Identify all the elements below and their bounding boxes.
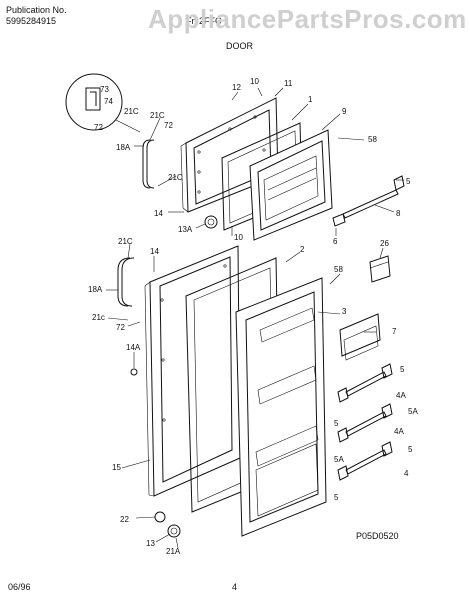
dairy-bin — [369, 255, 391, 283]
upper-shelf-rail — [332, 175, 405, 227]
callout-10: 10 — [250, 77, 259, 86]
callout-5-rail1-right: 5 — [400, 365, 405, 374]
lower-shelf-rail-2 — [337, 403, 393, 443]
callout-22: 22 — [120, 515, 129, 524]
lower-shelf-rail-1 — [337, 363, 393, 403]
callout-73: 73 — [100, 85, 109, 94]
watermark: AppliancePartsPros.com — [148, 4, 467, 34]
publication-number: 5995284915 — [6, 16, 57, 26]
callout-72-upper: 72 — [164, 121, 173, 130]
callout-21A: 21A — [166, 547, 181, 556]
dairy-door — [339, 313, 381, 361]
lower-door-outer-panel — [144, 245, 241, 497]
callout-5-rail3-right: 5 — [408, 445, 413, 454]
callout-13: 13 — [146, 539, 155, 548]
callout-11: 11 — [284, 79, 293, 88]
callout-58-upper: 58 — [368, 135, 377, 144]
callout-72-detail: 72 — [94, 123, 103, 132]
callout-14A: 14A — [126, 343, 141, 352]
callout-21C-upper: 21C — [150, 111, 165, 120]
callout-1: 1 — [308, 95, 313, 104]
callout-21c: 21c — [92, 313, 105, 322]
model-number-fragment: Fr. 2FFC — [186, 16, 222, 26]
callout-8: 8 — [396, 209, 401, 218]
callout-26: 26 — [380, 239, 389, 248]
callout-4A-1: 4A — [396, 391, 406, 400]
section-title: DOOR — [226, 41, 253, 51]
callout-9: 9 — [342, 107, 347, 116]
lower-shelf-rail-3 — [337, 441, 393, 481]
callout-5A-2: 5A — [334, 455, 344, 464]
callout-5-upper: 5 — [406, 177, 411, 186]
callout-18A-upper: 18A — [116, 143, 131, 152]
callout-4A-2: 4A — [394, 427, 404, 436]
lower-door-liner — [235, 277, 327, 537]
callout-7: 7 — [392, 327, 397, 336]
upper-bottom-hinge — [204, 215, 218, 229]
callout-10-lower: 10 — [234, 233, 243, 242]
callout-3: 3 — [342, 307, 347, 316]
callout-5-rail1-left: 5 — [334, 419, 339, 428]
callout-58-lower: 58 — [334, 265, 343, 274]
lower-handle — [117, 257, 135, 307]
footer-date: 06/96 — [8, 582, 31, 592]
upper-door-liner — [249, 129, 333, 241]
callout-21C-lower: 21C — [118, 237, 133, 246]
callout-5-rail3-left: 5 — [334, 493, 339, 502]
callout-labels: 12 10 11 1 9 58 73 74 72 21C 21C 72 18A … — [88, 77, 418, 556]
callout-18A-lower: 18A — [88, 285, 103, 294]
hinge-detail-circle — [65, 73, 141, 133]
publication-label: Publication No. — [6, 5, 67, 15]
callout-15: 15 — [112, 463, 121, 472]
callout-74: 74 — [104, 97, 113, 106]
callout-21C-upper-bottom: 21C — [168, 173, 183, 182]
callout-14-upper: 14 — [154, 209, 163, 218]
page-number: 4 — [232, 582, 238, 592]
upper-handle — [142, 139, 155, 189]
callout-2: 2 — [300, 245, 305, 254]
leader-lines — [106, 87, 404, 549]
callout-14-lower: 14 — [150, 247, 159, 256]
callout-13A: 13A — [178, 225, 193, 234]
figure-code: P05D0520 — [356, 531, 399, 541]
callout-72-lower: 72 — [116, 323, 125, 332]
callout-4: 4 — [404, 469, 409, 478]
callout-5A-1: 5A — [408, 407, 418, 416]
callout-6: 6 — [333, 237, 338, 246]
callout-12: 12 — [232, 83, 241, 92]
callout-21C-detail: 21C — [124, 107, 139, 116]
